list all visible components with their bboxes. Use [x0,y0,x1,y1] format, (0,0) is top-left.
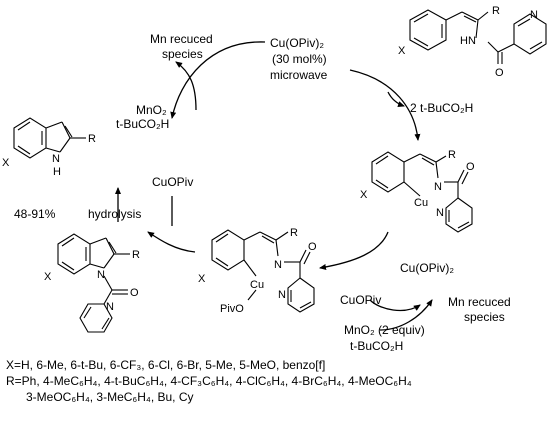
cycle-arc-left [147,231,196,253]
mn-top-side-arrow [175,61,197,111]
complex-right-o: O [466,161,475,173]
indole-product-structure: R N H X [2,117,96,178]
indole-n: N [52,153,60,165]
right-side-arrow [369,299,421,312]
substituent-r-line-2: 3-MeOC₆H₄, 3-MeC₆H₄, Bu, Cy [26,390,194,404]
substituent-x-line: X=H, 6-Me, 6-t-Bu, 6-CF₃, 6-Cl, 6-Br, 5-… [6,358,326,372]
mn-right-label-2: species [464,310,505,324]
cycle-arc-right [319,231,389,270]
n-acyl-indole-pyn: N [106,301,114,313]
mno2-top-label-2: t-BuCO₂H [116,117,169,131]
acid-release-label: 2 t-BuCO₂H [410,101,473,115]
catalyst-label-3: microwave [270,68,328,82]
mno2-bottom-label-1: MnO₂ (2 equiv) [344,323,425,337]
cycle-arc-top [170,41,266,119]
mn-right-side-arrow [379,299,433,331]
catalyst-label-2: (30 mol%) [272,52,327,66]
n-acyl-indole-structure: R N O N X [44,233,140,333]
n-acyl-indole-x: X [44,271,52,283]
acid-release-arrow [387,91,405,107]
complex-right-cu: Cu [414,197,428,209]
n-acyl-indole-r: R [132,249,140,261]
complex-center-o: O [308,241,317,253]
complex-right-pyn: N [436,207,444,219]
mno2-bottom-label-2: t-BuCO₂H [350,339,403,353]
complex-center-pyn: N [278,289,286,301]
indole-r: R [88,133,96,145]
mn-top-label-2: species [162,47,203,61]
cu-complex-right: R N O Cu N X [360,149,475,233]
substrate-structure: R HN O N X [398,5,547,79]
cuopiv-right-label: CuOPiv [340,293,381,307]
cycle-arc-top-right [349,69,421,141]
mno2-top-label-1: MnO₂ [136,103,167,117]
cu-opiv2-right-label: Cu(OPiv)₂ [400,261,454,275]
complex-center-cu: Cu [250,279,264,291]
n-acyl-indole-n: N [97,269,105,281]
indole-h: H [53,166,61,178]
complex-center-r: R [290,227,298,239]
yield-label: 48-91% [14,207,56,221]
substrate-x: X [398,45,406,57]
cu-complex-center: R N O Cu N PivO X [198,227,317,315]
indole-x: X [2,157,10,169]
complex-center-x: X [198,273,206,285]
substituent-r-line-1: R=Ph, 4-MeC₆H₄, 4-t-BuC₆H₄, 4-CF₃C₆H₄, 4… [6,374,412,388]
substrate-o: O [495,67,504,79]
complex-right-n: N [434,181,442,193]
substrate-r: R [492,5,500,17]
mn-right-label-1: Mn recuced [448,295,511,309]
hydrolysis-label: hydrolysis [88,207,141,221]
substrate-n: N [530,9,538,21]
catalyst-label-1: Cu(OPiv)₂ [270,36,324,50]
substrate-hn: HN [460,35,476,47]
mn-top-label-1: Mn recuced [150,32,213,46]
complex-right-x: X [360,189,368,201]
complex-center-pivo: PivO [220,303,244,315]
complex-right-r: R [448,149,456,161]
cuopiv-center-label: CuOPiv [152,175,193,189]
complex-center-n: N [274,259,282,271]
n-acyl-indole-o: O [130,287,139,299]
